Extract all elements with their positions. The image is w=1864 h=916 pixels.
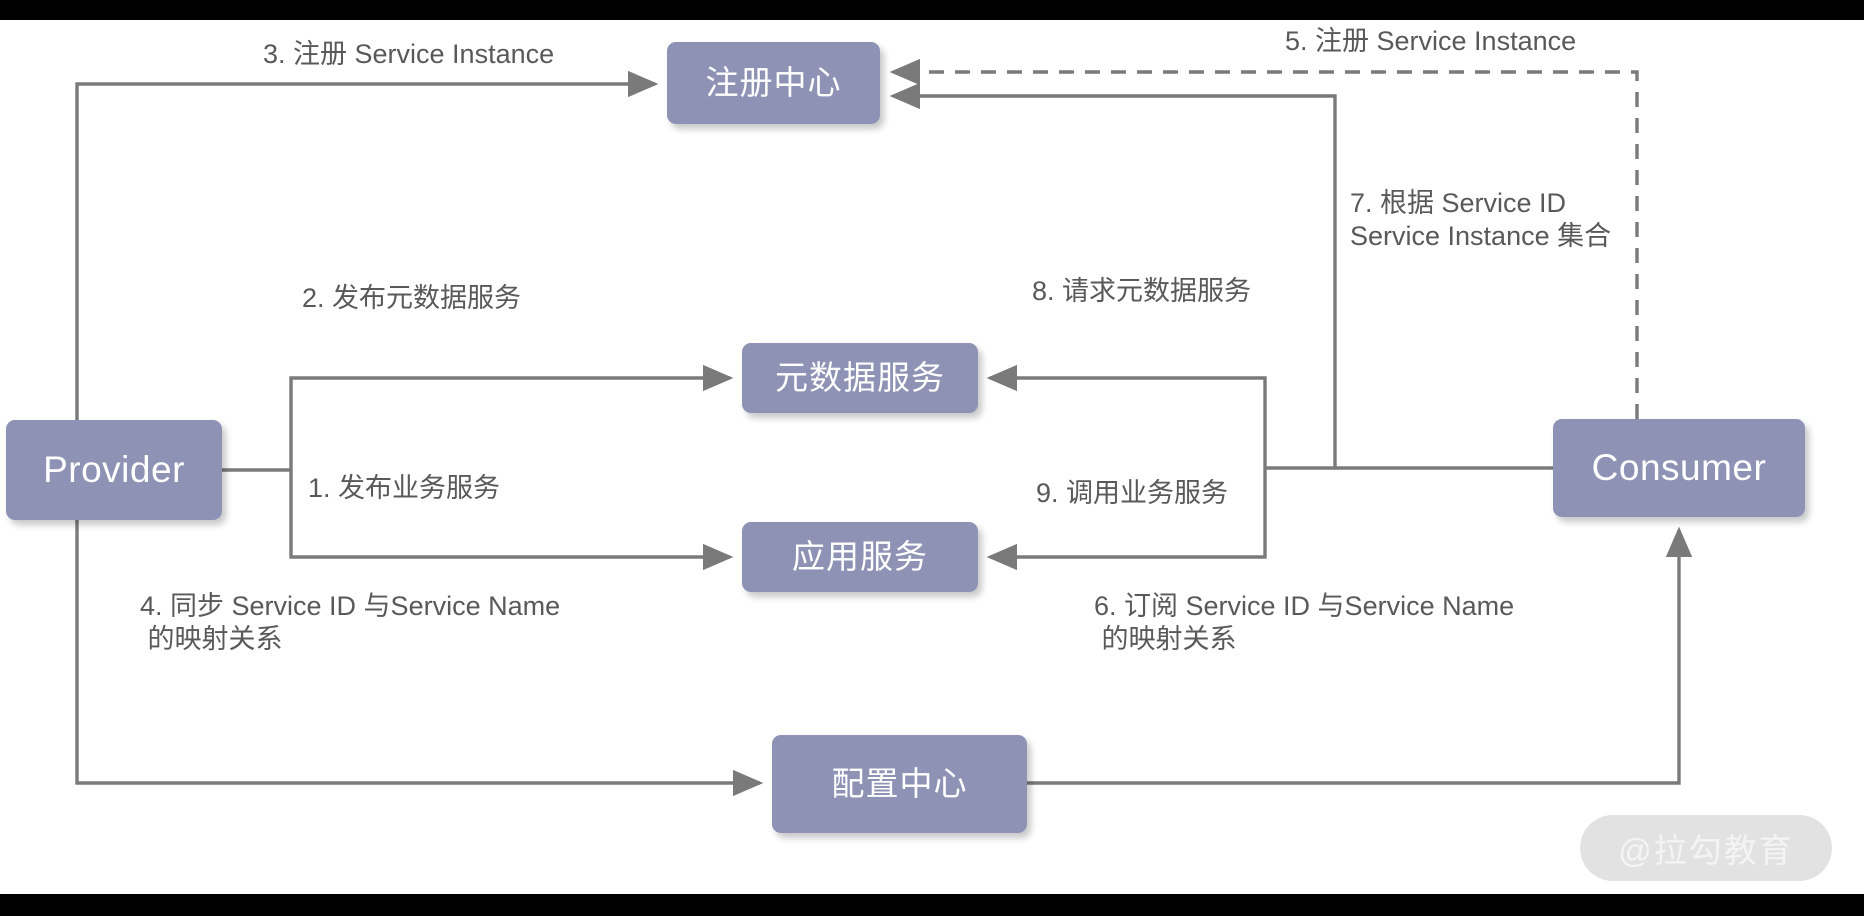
edge-label-9: 9. 调用业务服务	[1036, 478, 1229, 508]
node-application-service-label: 应用服务	[792, 537, 928, 575]
edge-label-7: 7. 根据 Service ID Service Instance 集合	[1350, 188, 1612, 251]
node-consumer-label: Consumer	[1591, 446, 1767, 488]
edge-label-2: 2. 发布元数据服务	[302, 283, 522, 313]
edge-6-path	[1027, 526, 1693, 785]
node-config-center[interactable]: 配置中心	[772, 735, 1027, 833]
edge-label-1: 1. 发布业务服务	[308, 473, 501, 503]
node-config-center-label: 配置中心	[831, 764, 968, 802]
watermark-label: @拉勾教育	[1618, 832, 1794, 869]
edge-3-path	[75, 70, 659, 420]
node-provider-label: Provider	[43, 448, 185, 490]
letterbox-top	[0, 0, 1864, 20]
edge-4-path	[75, 520, 764, 797]
edge-label-5: 5. 注册 Service Instance	[1285, 26, 1577, 56]
edge-label-3: 3. 注册 Service Instance	[263, 39, 555, 69]
edge-1-path	[289, 470, 734, 571]
edge-label-6: 6. 订阅 Service ID 与Service Name 的映射关系	[1094, 591, 1515, 654]
node-registry[interactable]: 注册中心	[667, 42, 880, 124]
edge-label-4: 4. 同步 Service ID 与Service Name 的映射关系	[140, 591, 561, 654]
node-metadata-service-label: 元数据服务	[775, 358, 945, 396]
edge-8-path	[986, 364, 1267, 468]
edge-label-8: 8. 请求元数据服务	[1032, 276, 1252, 306]
node-provider[interactable]: Provider	[6, 420, 222, 520]
watermark-badge: @拉勾教育	[1580, 815, 1832, 881]
node-metadata-service[interactable]: 元数据服务	[742, 343, 978, 413]
node-consumer[interactable]: Consumer	[1553, 419, 1805, 517]
edge-2-path	[289, 364, 734, 470]
edge-9-path	[986, 468, 1267, 571]
node-application-service[interactable]: 应用服务	[742, 522, 978, 592]
edge-5-path	[889, 58, 1639, 419]
edge-7-path	[889, 82, 1553, 470]
letterbox-bottom	[0, 894, 1864, 916]
node-registry-label: 注册中心	[705, 63, 842, 101]
